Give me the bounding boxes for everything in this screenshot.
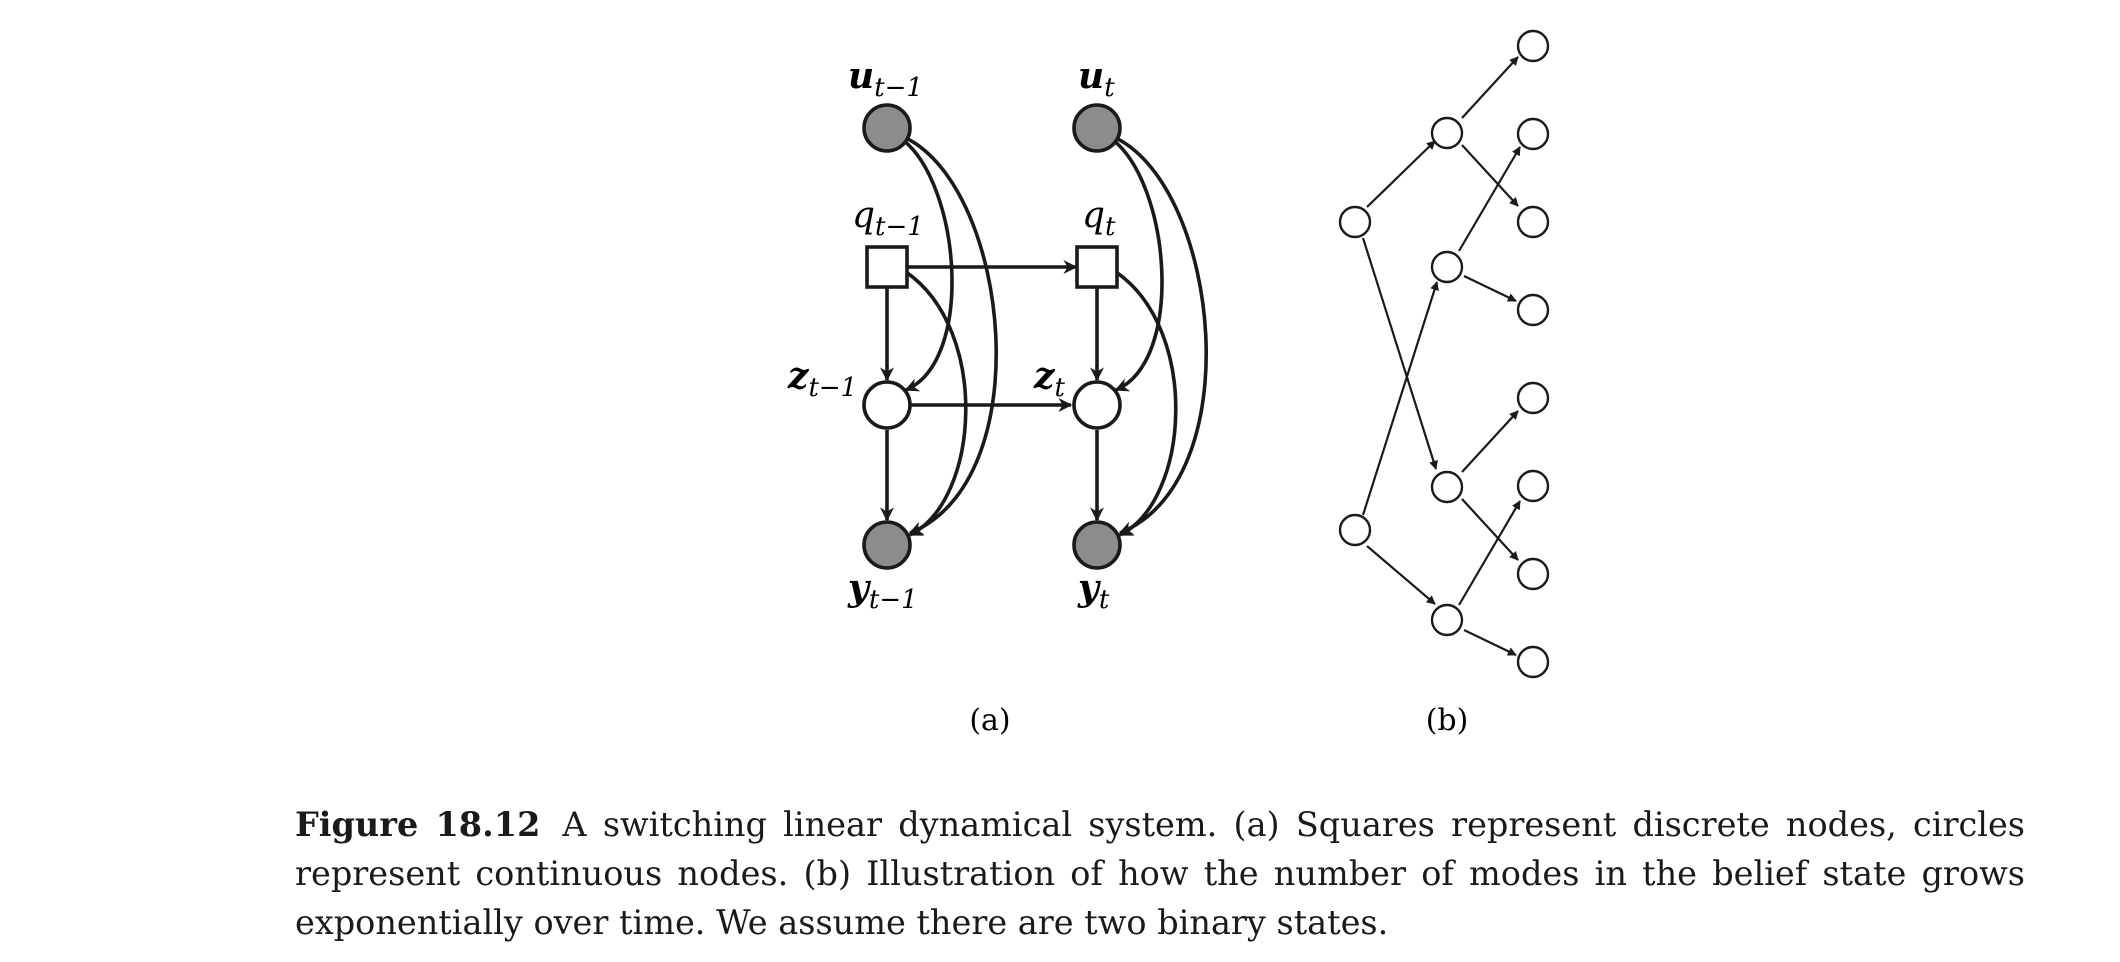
- tree-node: [1516, 557, 1550, 591]
- panel-a-nodes: [862, 103, 1122, 570]
- edge-u-prev-to-z-prev: [901, 138, 954, 392]
- figure: ut−1 ut qt−1 qt zt−1 zt yt−1 yt (a): [787, 29, 1550, 738]
- tree-node: [1430, 603, 1464, 637]
- tree-edge: [1458, 500, 1521, 606]
- figure-svg: ut−1 ut qt−1 qt zt−1 zt yt−1 yt (a): [787, 29, 1550, 738]
- panel-b-tree: [1361, 56, 1521, 656]
- tree-edge: [1366, 140, 1436, 208]
- tree-edge: [1463, 275, 1517, 302]
- tree-edge: [1366, 545, 1436, 605]
- tree-edge: [1461, 56, 1519, 119]
- tree-edge: [1463, 629, 1517, 656]
- panel-a-label: (a): [969, 703, 1010, 738]
- label-q-prev: qt−1: [852, 195, 924, 242]
- edge-q-prev-to-y-prev: [904, 270, 968, 537]
- tree-node: [1430, 470, 1464, 504]
- tree-edge: [1361, 237, 1438, 470]
- panel-b-nodes: [1338, 29, 1550, 679]
- node-y-prev: [862, 520, 912, 570]
- node-y-curr: [1072, 520, 1122, 570]
- node-q-prev: [865, 245, 909, 289]
- edge-u-curr-to-z-curr: [1111, 138, 1164, 392]
- label-y-prev: yt−1: [847, 567, 918, 615]
- tree-node: [1430, 116, 1464, 150]
- label-u-prev: ut−1: [848, 55, 923, 103]
- edge-u-prev-to-y-prev: [905, 136, 998, 535]
- edge-q-curr-to-y-curr: [1114, 270, 1178, 537]
- tree-node: [1338, 205, 1372, 239]
- label-z-curr: zt: [1033, 355, 1065, 403]
- node-u-prev: [862, 103, 912, 153]
- panel-a-graph: [880, 136, 1208, 537]
- tree-node: [1516, 205, 1550, 239]
- tree-node: [1516, 293, 1550, 327]
- figure-caption-label: Figure 18.12: [295, 805, 541, 844]
- node-q-curr: [1075, 245, 1119, 289]
- tree-node: [1516, 29, 1550, 63]
- figure-caption-text: A switching linear dynamical system. (a)…: [295, 805, 2025, 942]
- tree-edge: [1458, 146, 1521, 252]
- panel-b-label: (b): [1426, 703, 1469, 738]
- label-u-curr: ut: [1078, 55, 1115, 103]
- tree-node: [1516, 117, 1550, 151]
- label-y-curr: yt: [1077, 567, 1110, 615]
- tree-node: [1338, 513, 1372, 547]
- tree-node: [1516, 381, 1550, 415]
- edge-u-curr-to-y-curr: [1115, 136, 1208, 535]
- tree-node: [1516, 469, 1550, 503]
- node-z-curr: [1072, 380, 1122, 430]
- tree-edge: [1461, 498, 1519, 561]
- tree-node: [1430, 250, 1464, 284]
- tree-edge: [1461, 144, 1519, 207]
- label-z-prev: zt−1: [787, 355, 857, 403]
- tree-edge: [1461, 410, 1519, 473]
- node-u-curr: [1072, 103, 1122, 153]
- node-z-prev: [862, 380, 912, 430]
- label-q-curr: qt: [1082, 195, 1116, 242]
- tree-node: [1516, 645, 1550, 679]
- tree-edge: [1361, 281, 1439, 516]
